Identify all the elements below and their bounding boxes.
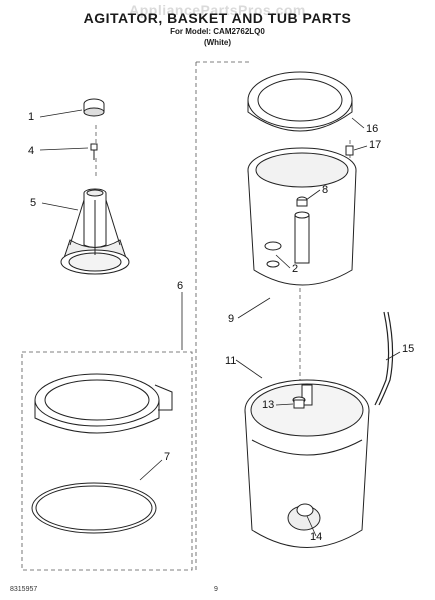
tub-ring-part: [34, 373, 173, 434]
model-line: For Model: CAM2762LQ0: [170, 27, 265, 36]
page-title: AGITATOR, BASKET AND TUB PARTS: [83, 10, 352, 26]
dashed-connectors: [21, 61, 351, 571]
clip-part: [345, 145, 354, 156]
callout-13: 13: [262, 399, 275, 411]
basket-seal-part: [264, 241, 282, 268]
basket-part: [247, 147, 357, 286]
callout-15: 15: [402, 343, 415, 355]
callout-16: 16: [366, 123, 379, 135]
hose-part: [374, 311, 394, 406]
callout-1: 1: [28, 111, 35, 123]
callout-5: 5: [30, 197, 37, 209]
page-number: 9: [214, 586, 218, 593]
callout-8: 8: [322, 184, 329, 196]
watermark-text: AppliancePartsPros.com: [129, 2, 306, 18]
tub-seal-part: [292, 396, 306, 409]
bolt-part: [90, 143, 98, 160]
callout-11: 11: [225, 355, 237, 367]
callout-9: 9: [228, 313, 235, 325]
callout-2: 2: [292, 263, 299, 275]
agitator-cap-part: [83, 98, 105, 117]
tub-part: [244, 379, 370, 548]
callout-7: 7: [164, 451, 171, 463]
balance-ring-part: [247, 71, 353, 132]
clamp-ring-part: [31, 482, 157, 534]
drive-nut-part: [296, 196, 308, 207]
agitator-part: [60, 188, 130, 275]
callout-4: 4: [28, 145, 35, 157]
drain-boot-part: [296, 503, 314, 517]
callout-14: 14: [310, 531, 323, 543]
part-number: 8315957: [10, 586, 38, 593]
callout-17: 17: [369, 139, 382, 151]
leader-lines: [39, 109, 401, 537]
callout-6: 6: [177, 280, 184, 292]
color-line: (White): [203, 38, 232, 47]
